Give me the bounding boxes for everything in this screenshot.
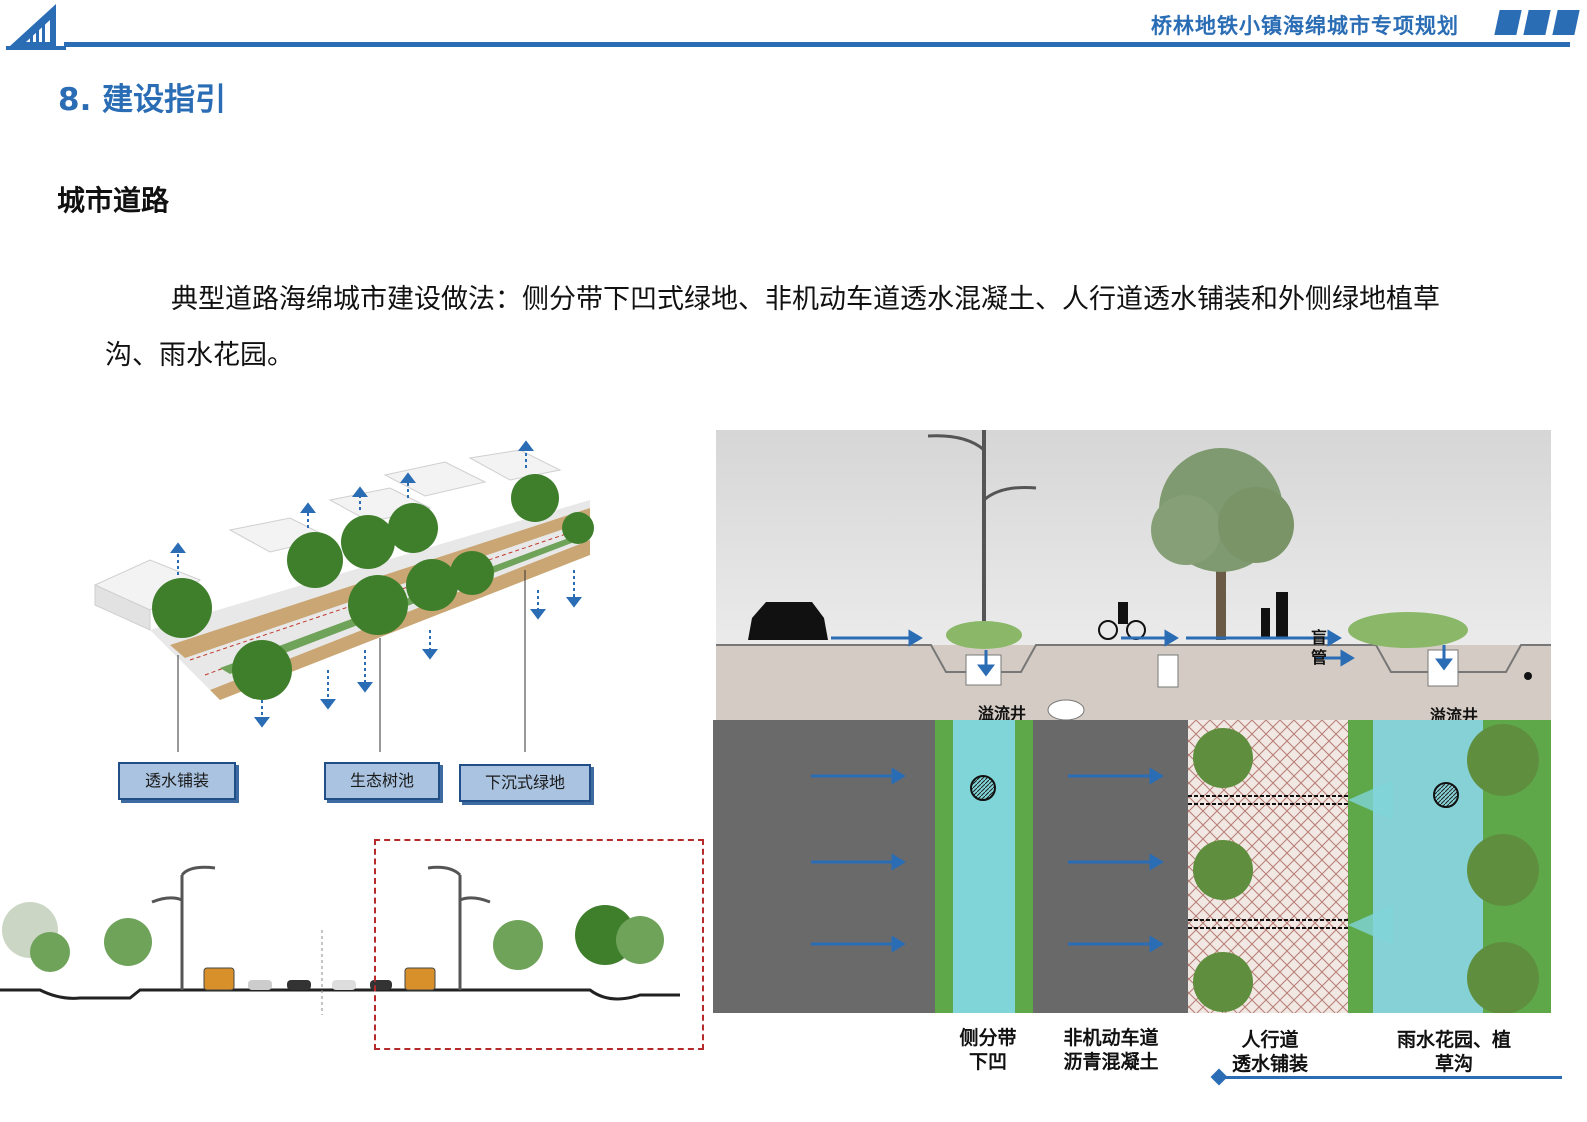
road-section-view: [716, 430, 1551, 720]
header-rule: [64, 42, 1570, 47]
label-permeable-pavement: 透水铺装: [118, 762, 236, 800]
caption-line: 人行道: [1241, 1029, 1299, 1051]
header-bars-decoration: [1494, 10, 1580, 35]
overflow-well-left-label: 溢流井: [978, 704, 1027, 723]
caption-line: 非机动车道: [1063, 1027, 1159, 1049]
document-title: 桥林地铁小镇海绵城市专项规划: [1151, 14, 1459, 38]
subsection-title: 城市道路: [57, 184, 170, 217]
street-cross-section-illustration: [0, 865, 680, 1015]
caption-side-strip-sunken: 侧分带 下凹: [948, 1026, 1028, 1074]
caption-line: 雨水花园、植: [1396, 1029, 1511, 1051]
caption-bike-lane-asphalt: 非机动车道 沥青混凝土: [1050, 1026, 1172, 1074]
blind-pipe-label: 盲管: [1311, 628, 1328, 667]
caption-line: 草沟: [1434, 1053, 1473, 1075]
footer-rule: [1222, 1076, 1562, 1079]
body-paragraph: 典型道路海绵城市建设做法：侧分带下凹式绿地、非机动车道透水混凝土、人行道透水铺装…: [105, 284, 1440, 371]
caption-sidewalk-permeable: 人行道 透水铺装: [1218, 1028, 1322, 1076]
highlight-dashed-box: [374, 839, 704, 1050]
caption-line: 侧分带: [959, 1027, 1017, 1049]
caption-line: 沥青混凝土: [1063, 1051, 1159, 1073]
caption-rain-garden-swale: 雨水花园、植 草沟: [1380, 1028, 1528, 1076]
section-title: 8. 建设指引: [58, 82, 227, 118]
caption-line: 下凹: [968, 1051, 1007, 1073]
caption-line: 透水铺装: [1231, 1053, 1308, 1075]
axonometric-street-illustration: [93, 440, 594, 752]
logo-icon: [6, 4, 66, 50]
road-plan-view: [713, 720, 1551, 1013]
label-sunken-greenbelt: 下沉式绿地: [459, 764, 591, 802]
label-eco-tree-pit: 生态树池: [324, 762, 440, 800]
